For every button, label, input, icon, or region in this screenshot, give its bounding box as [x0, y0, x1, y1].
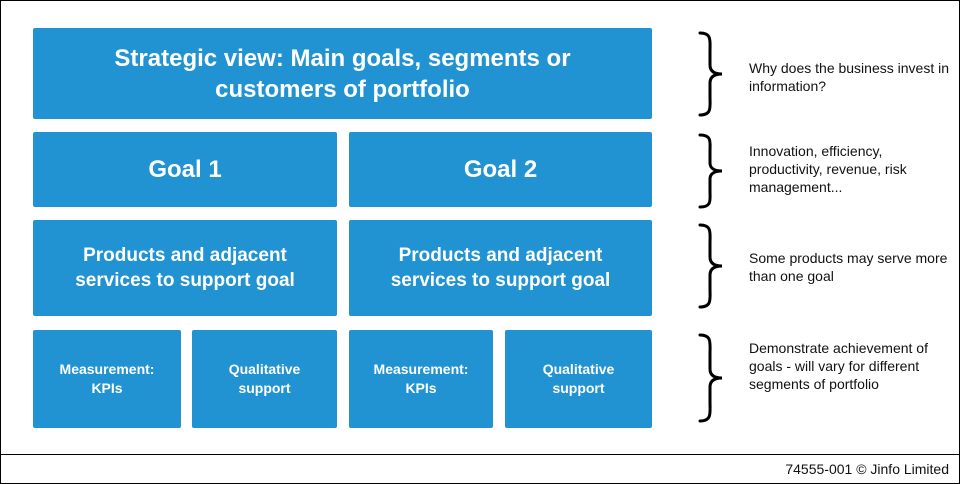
annotation-goal-examples: Innovation, efficiency, productivity, re…	[749, 143, 907, 195]
products-label-1: Products and adjacent services to suppor…	[75, 245, 295, 291]
annotation-measurement: Demonstrate achievement of goals - will …	[749, 340, 928, 392]
products-box-2: Products and adjacent services to suppor…	[349, 220, 652, 316]
annotation-why-invest: Why does the business invest in informat…	[749, 60, 949, 94]
goal-1-label: Goal 1	[148, 155, 222, 183]
measurement-kpis-box-2: Measurement: KPIs	[349, 330, 493, 428]
footer-divider	[1, 454, 960, 455]
goal-2-box: Goal 2	[349, 132, 652, 207]
goal-1-box: Goal 1	[33, 132, 337, 207]
measurement-kpis-label-1: Measurement: KPIs	[59, 361, 155, 396]
products-label-2: Products and adjacent services to suppor…	[390, 245, 611, 291]
brace-icon-1	[696, 31, 726, 117]
brace-icon-3	[696, 223, 726, 309]
qualitative-support-box-1: Qualitative support	[192, 330, 337, 428]
brace-icon-4	[696, 333, 726, 423]
qualitative-support-box-2: Qualitative support	[505, 330, 652, 428]
qualitative-support-label-2: Qualitative support	[542, 361, 615, 396]
brace-icon-2	[696, 133, 726, 209]
measurement-kpis-box-1: Measurement: KPIs	[33, 330, 181, 428]
copyright-credit: 74555-001 © Jinfo Limited	[785, 461, 949, 477]
strategic-view-box: Strategic view: Main goals, segments or …	[33, 28, 652, 119]
strategic-view-label: Strategic view: Main goals, segments or …	[114, 44, 571, 103]
qualitative-support-label-1: Qualitative support	[228, 361, 301, 396]
measurement-kpis-label-2: Measurement: KPIs	[373, 361, 469, 396]
goal-2-label: Goal 2	[463, 155, 538, 183]
products-box-1: Products and adjacent services to suppor…	[33, 220, 337, 316]
annotation-products: Some products may serve more than one go…	[749, 250, 948, 284]
